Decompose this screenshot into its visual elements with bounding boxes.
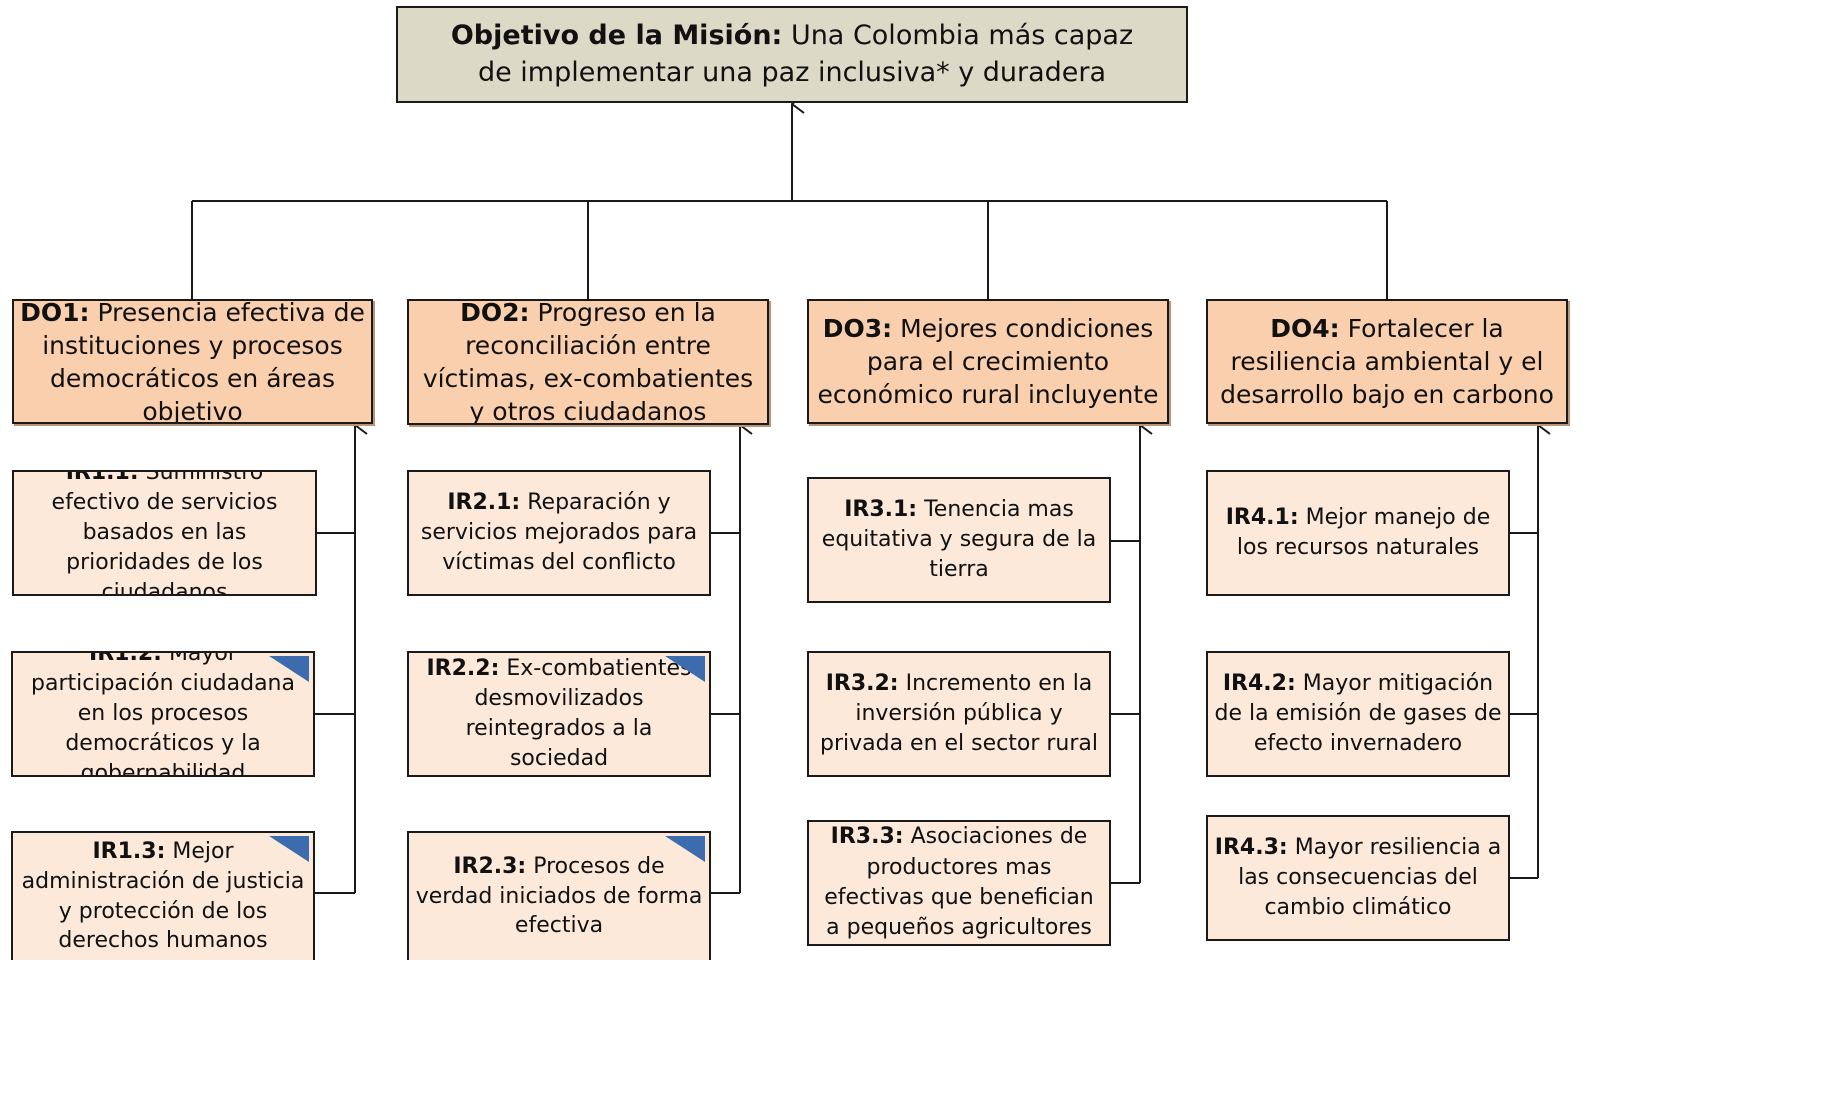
do2-box: DO2: Progreso en la reconciliación entre… [407,299,769,425]
ir4-1-box: IR4.1: Mejor manejo de los recursos natu… [1206,470,1510,596]
ir2-3-text: Procesos de verdad iniciados de forma ef… [415,853,703,939]
ir4-3-text: Mayor resiliencia a las consecuencias de… [1238,835,1502,920]
do1-text: Presencia efectiva de instituciones y pr… [42,299,365,424]
do3-text: Mejores condiciones para el crecimiento … [817,314,1159,409]
ir1-2-box: IR1.2: Mayor participación ciudadana en … [11,651,315,777]
ir2-3-box: IR2.3: Procesos de verdad iniciados de f… [407,831,711,960]
mission-objective-box: Objetivo de la Misión: Una Colombia más … [396,6,1188,103]
ir4-2-box: IR4.2: Mayor mitigación de la emisión de… [1206,651,1510,777]
ir3-1-text: Tenencia mas equitativa y segura de la t… [821,497,1097,582]
do3-id: DO3: [822,314,893,343]
ir1-2-id: IR1.2: [89,651,162,667]
ir4-3-id: IR4.3: [1214,835,1288,861]
ir1-2-text: Mayor participación ciudadana en los pro… [31,651,295,777]
do2-text: Progreso en la reconciliación entre víct… [422,299,754,425]
ir3-3-id: IR3.3: [830,824,904,850]
ir4-1-text: Mejor manejo de los recursos naturales [1236,505,1491,560]
ir2-1-text: Reparación y servicios mejorados para ví… [420,490,698,575]
ir1-1-id: IR1.1: [65,470,139,486]
do3-box: DO3: Mejores condiciones para el crecimi… [807,299,1169,424]
ir1-3-box: IR1.3: Mejor administración de justicia … [11,831,315,960]
ir4-1-id: IR4.1: [1225,505,1299,531]
ir2-2-id: IR2.2: [426,656,500,682]
do1-id: DO1: [20,299,90,327]
results-framework-diagram: Objetivo de la Misión: Una Colombia más … [11,0,1568,960]
ir3-1-id: IR3.1: [844,497,918,523]
ir1-1-text: Suministro efectivo de servicios basados… [51,470,278,596]
mission-text: Una Colombia más capaz de implementar un… [477,20,1134,88]
ir3-3-box: IR3.3: Asociaciones de productores mas e… [807,820,1111,946]
ir4-3-box: IR4.3: Mayor resiliencia a las consecuen… [1206,815,1510,941]
mission-label: Objetivo de la Misión: [450,20,783,52]
ir3-2-text: Incremento en la inversión pública y pri… [819,671,1099,756]
do4-text: Fortalecer la resiliencia ambiental y el… [1220,314,1554,409]
ir3-1-box: IR3.1: Tenencia mas equitativa y segura … [807,477,1111,603]
comment-flag-icon[interactable] [665,656,705,682]
ir1-3-id: IR1.3: [92,838,166,864]
do4-id: DO4: [1270,314,1340,343]
do1-box: DO1: Presencia efectiva de instituciones… [12,299,373,424]
ir2-1-box: IR2.1: Reparación y servicios mejorados … [407,470,711,596]
ir3-3-text: Asociaciones de productores mas efectiva… [824,824,1094,941]
ir2-1-id: IR2.1: [447,490,521,516]
ir2-3-id: IR2.3: [453,853,527,879]
do4-box: DO4: Fortalecer la resiliencia ambiental… [1206,299,1568,424]
comment-flag-icon[interactable] [665,836,705,862]
ir2-2-box: IR2.2: Ex-combatientes desmovilizados re… [407,651,711,777]
ir1-1-box: IR1.1: Suministro efectivo de servicios … [12,470,317,596]
ir4-2-id: IR4.2: [1222,671,1296,697]
comment-flag-icon[interactable] [269,836,309,862]
ir3-2-box: IR3.2: Incremento en la inversión públic… [807,651,1111,777]
ir4-2-text: Mayor mitigación de la emisión de gases … [1214,671,1502,756]
connector-lines [191,0,1568,894]
comment-flag-icon[interactable] [269,656,309,682]
ir1-3-text: Mejor administración de justicia y prote… [21,838,305,954]
ir3-2-id: IR3.2: [825,671,899,697]
ir2-2-text: Ex-combatientes desmovilizados reintegra… [465,656,692,771]
do2-id: DO2: [460,299,530,327]
